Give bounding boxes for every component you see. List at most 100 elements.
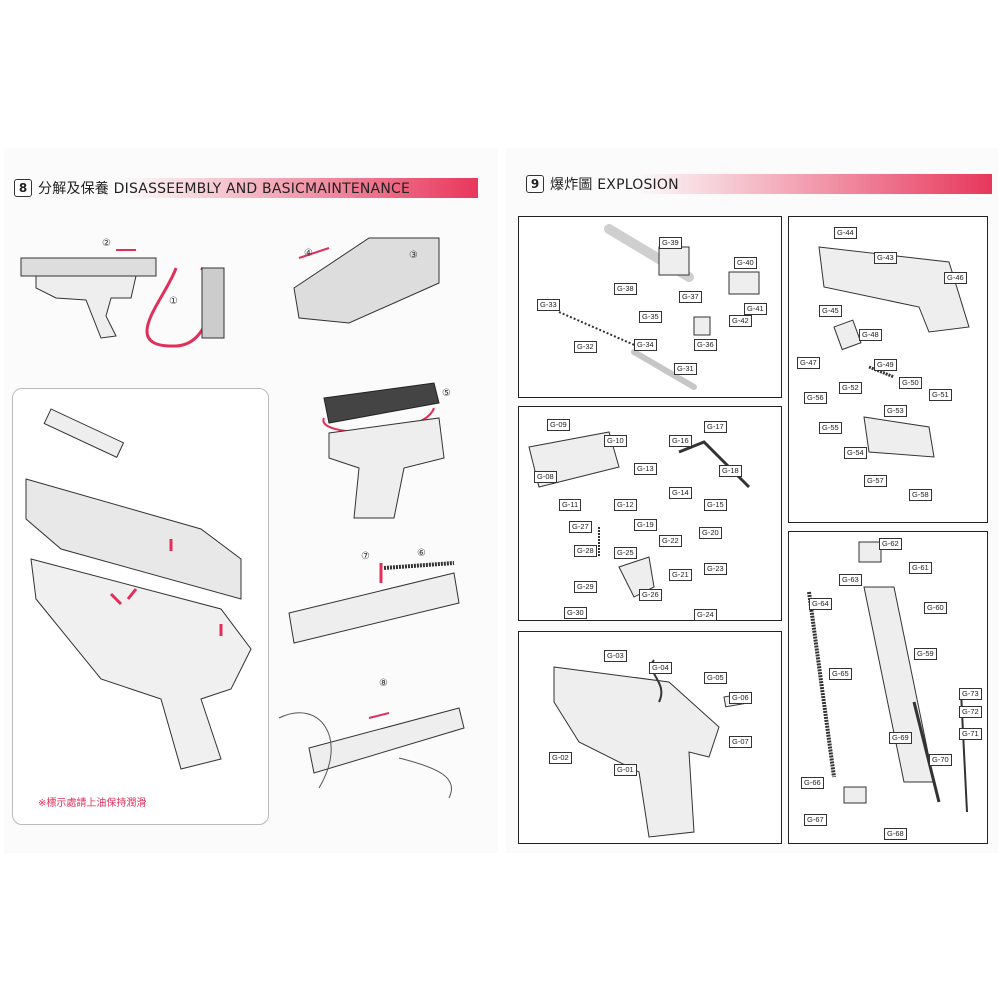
exploded-slide-frame-illustration: [25, 408, 252, 770]
part-label: G-21: [669, 569, 692, 581]
part-label: G-48: [859, 329, 882, 341]
slide-removal-illustration: [322, 382, 445, 519]
part-label: G-07: [729, 736, 752, 748]
part-label: G-13: [634, 463, 657, 475]
part-label: G-28: [574, 545, 597, 557]
section-number-badge: 8: [14, 179, 32, 197]
part-label: G-65: [829, 668, 852, 680]
part-label: G-04: [649, 662, 672, 674]
part-label: G-72: [959, 706, 982, 718]
section-number-badge: 9: [526, 175, 544, 193]
part-label: G-06: [729, 692, 752, 704]
section-title: 分解及保養 DISASSEEMBLY AND BASICMAINTENANCE: [38, 181, 411, 197]
pistol-step-illustration: [20, 249, 225, 348]
part-label: G-27: [569, 521, 592, 533]
part-label: G-67: [804, 814, 827, 826]
part-label: G-26: [639, 589, 662, 601]
part-label: G-05: [704, 672, 727, 684]
lubrication-diagram-box: ※標示處請上油保持潤滑: [12, 388, 269, 825]
part-label: G-49: [874, 359, 897, 371]
part-label: G-22: [659, 535, 682, 547]
part-label: G-63: [839, 574, 862, 586]
step-2-marker: ②: [102, 238, 111, 249]
header-accent-bar: [636, 174, 992, 194]
lubrication-note: ※標示處請上油保持潤滑: [38, 798, 147, 809]
part-label: G-11: [559, 499, 582, 511]
part-label: G-52: [839, 382, 862, 394]
step-7-marker: ⑦: [361, 551, 370, 562]
part-label: G-45: [819, 305, 842, 317]
part-label: G-34: [634, 339, 657, 351]
part-label: G-44: [834, 227, 857, 239]
part-label: G-01: [614, 764, 637, 776]
part-label: G-50: [899, 377, 922, 389]
part-label: G-14: [669, 487, 692, 499]
step-1-marker: ①: [169, 296, 178, 307]
part-label: G-47: [797, 357, 820, 369]
part-label: G-41: [744, 303, 767, 315]
section-header-disassembly: 8 分解及保養 DISASSEEMBLY AND BASICMAINTENANC…: [14, 174, 478, 202]
part-label: G-71: [959, 728, 982, 740]
part-label: G-58: [909, 489, 932, 501]
part-label: G-20: [699, 527, 722, 539]
part-label: G-43: [874, 252, 897, 264]
part-label: G-12: [614, 499, 637, 511]
part-label: G-25: [614, 547, 637, 559]
part-label: G-10: [604, 435, 627, 447]
part-label: G-40: [734, 257, 757, 269]
slide-parts-drawing: [818, 246, 970, 458]
part-label: G-39: [659, 237, 682, 249]
header-accent-bar: [124, 178, 478, 198]
part-label: G-53: [884, 405, 907, 417]
part-label: G-19: [634, 519, 657, 531]
part-label: G-55: [819, 422, 842, 434]
step-4-marker: ④: [304, 248, 313, 259]
part-label: G-57: [864, 475, 887, 487]
step-3-marker: ③: [409, 250, 418, 261]
part-label: G-62: [879, 538, 902, 550]
part-label: G-03: [604, 650, 627, 662]
part-label: G-59: [914, 648, 937, 660]
part-label: G-37: [679, 291, 702, 303]
section-header-explosion: 9 爆炸圖 EXPLOSION: [526, 170, 992, 198]
part-label: G-02: [549, 752, 572, 764]
part-label: G-29: [574, 581, 597, 593]
disassembly-page: 8 分解及保養 DISASSEEMBLY AND BASICMAINTENANC…: [4, 148, 498, 853]
part-label: G-69: [889, 732, 912, 744]
part-label: G-33: [537, 299, 560, 311]
part-label: G-61: [909, 562, 932, 574]
recoil-spring-removal-illustration: [288, 561, 460, 644]
part-label: G-17: [704, 421, 727, 433]
part-label: G-09: [547, 419, 570, 431]
part-label: G-46: [944, 272, 967, 284]
part-label: G-51: [929, 389, 952, 401]
part-label: G-56: [804, 392, 827, 404]
step-5-marker: ⑤: [442, 388, 451, 399]
part-label: G-16: [669, 435, 692, 447]
part-label: G-36: [694, 339, 717, 351]
magazine-parts-drawing: [807, 541, 968, 813]
part-label: G-35: [639, 311, 662, 323]
part-label: G-64: [809, 598, 832, 610]
part-label: G-18: [719, 465, 742, 477]
part-label: G-60: [924, 602, 947, 614]
part-label: G-70: [929, 754, 952, 766]
part-label: G-23: [704, 563, 727, 575]
barrel-parts-drawing: [558, 224, 760, 390]
step-6-marker: ⑥: [417, 548, 426, 559]
barrel-removal-hands-illustration: [278, 707, 465, 799]
part-label: G-30: [564, 607, 587, 619]
part-label: G-73: [959, 688, 982, 700]
part-label: G-31: [674, 363, 697, 375]
part-label: G-66: [801, 777, 824, 789]
part-label: G-08: [534, 471, 557, 483]
part-label: G-15: [704, 499, 727, 511]
part-label: G-24: [694, 609, 717, 621]
part-label: G-42: [729, 315, 752, 327]
